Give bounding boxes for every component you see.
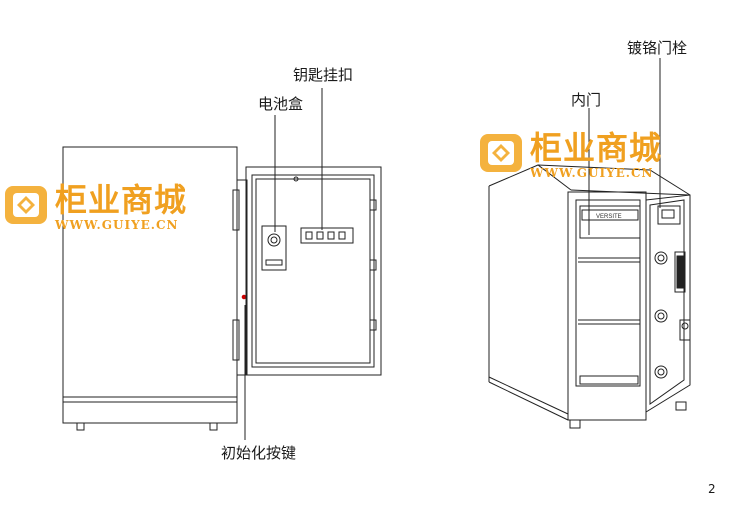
inner-drawer-brand: VERSITE [596, 214, 622, 220]
watermark-brand-url: WWW.GUIYE.CN [530, 166, 654, 180]
watermark-brand-url: WWW.GUIYE.CN [55, 218, 179, 232]
brand-logo-icon [480, 134, 522, 172]
page-number: 2 [708, 482, 716, 496]
key-hook-label: 钥匙挂扣 [293, 66, 354, 84]
watermark-brand-cn: 柜业商城 [55, 181, 188, 219]
battery-box-label: 电池盒 [258, 95, 304, 113]
right-safe-open-door [645, 194, 691, 413]
watermark-brand-cn: 柜业商城 [530, 129, 663, 167]
inner-door-label: 内门 [571, 91, 602, 109]
chrome-bolt-label: 镀铬门栓 [627, 39, 688, 57]
brand-logo-icon [5, 186, 47, 224]
watermark-left: 柜业商城 WWW.GUIYE.CN [3, 182, 187, 232]
init-button-label: 初始化按键 [221, 444, 297, 462]
right-safe-body: VERSITE [488, 164, 691, 429]
left-safe-body [62, 146, 248, 431]
left-safe-door [245, 166, 382, 376]
watermark-right: 柜业商城 WWW.GUIYE.CN [478, 130, 662, 180]
